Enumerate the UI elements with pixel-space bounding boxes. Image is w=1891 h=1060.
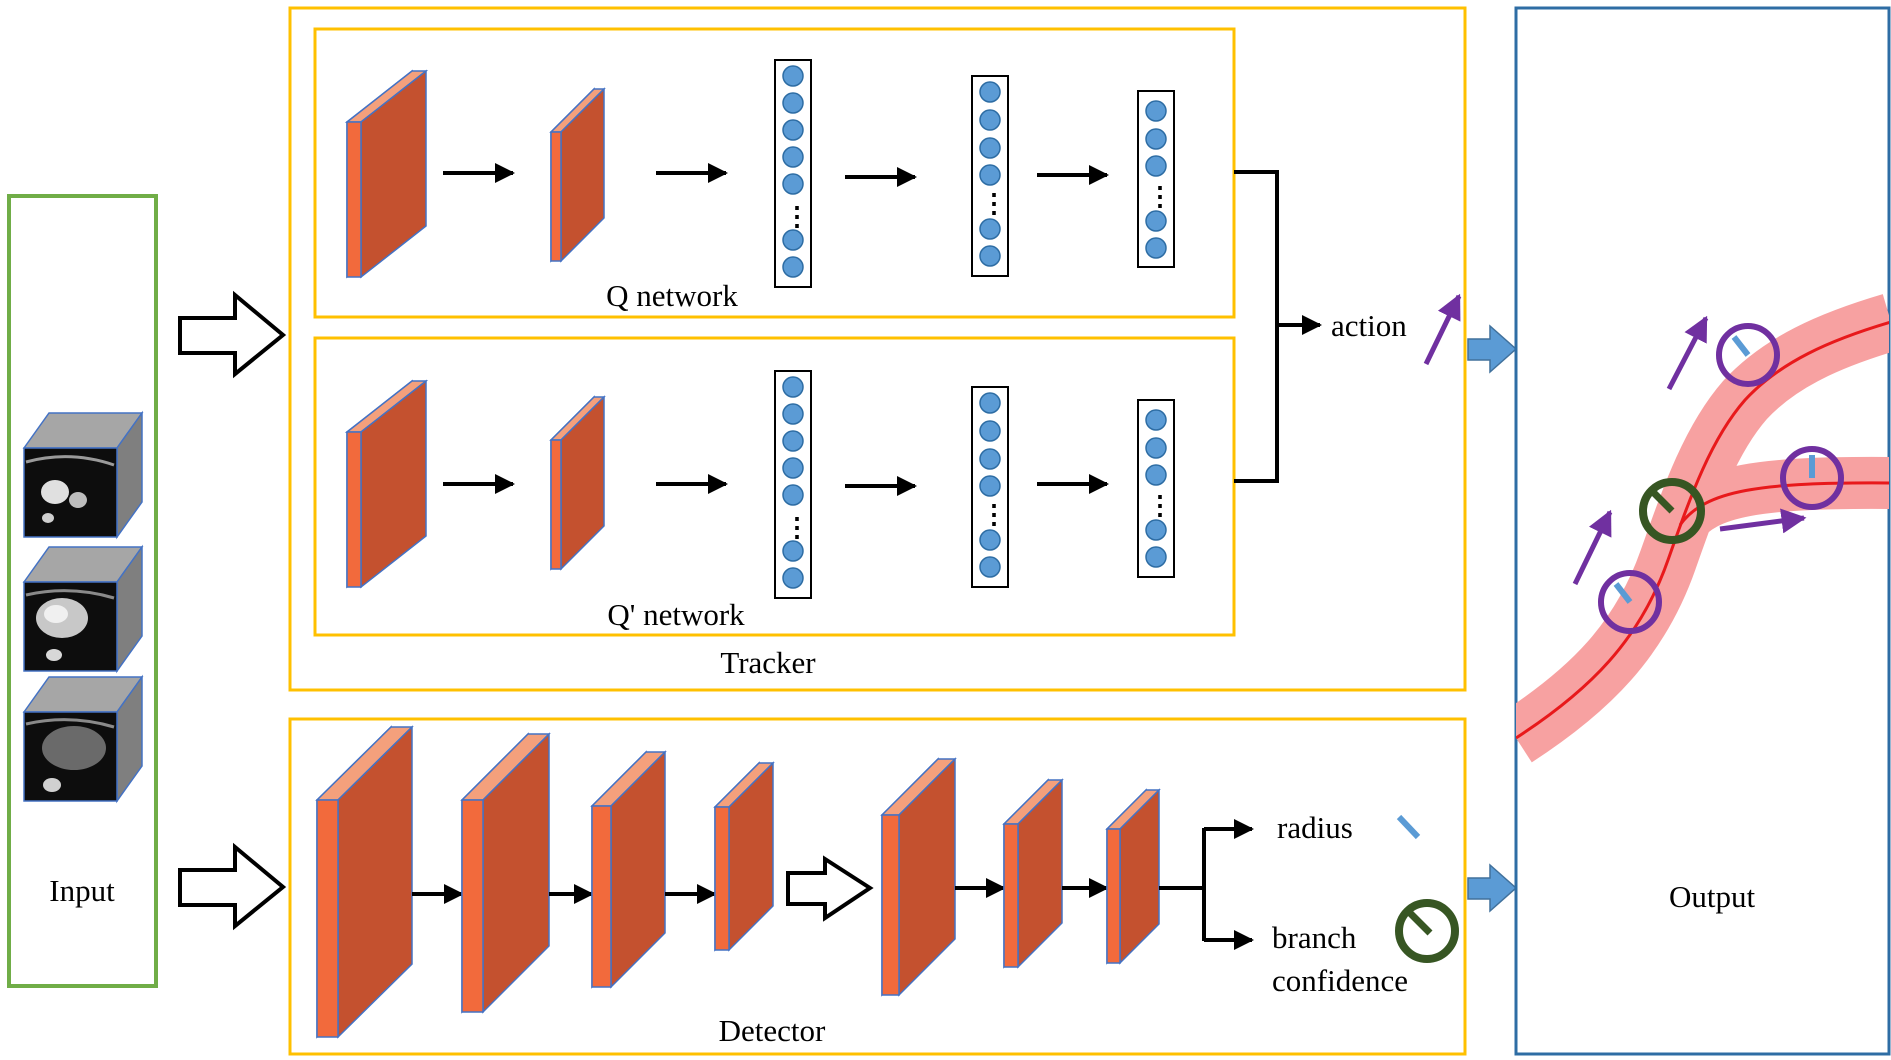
branch-label-line1: branch: [1272, 920, 1357, 955]
q-prime-network-box: [313, 336, 1236, 637]
tracker-marker-icon: [1598, 570, 1662, 634]
q-network-fc-layer: ⋮: [971, 75, 1009, 277]
detector-label: Detector: [719, 1013, 826, 1048]
hollow-right-arrow-icon: [786, 855, 874, 922]
ct-volume-cube-icon: [22, 674, 144, 804]
tracker-step-arrow-icon: [1719, 508, 1807, 534]
radius-label: radius: [1277, 810, 1353, 845]
branch-label: branch confidence: [1272, 920, 1408, 998]
detector-output-fork: [1159, 819, 1254, 950]
svg-text:⋮: ⋮: [784, 512, 810, 542]
branch-circle-icon: [1639, 478, 1705, 544]
detector-conv-layer: [1105, 788, 1161, 965]
detector-conv-layer: [1002, 778, 1064, 969]
q-prime-network-conv-layer: [344, 379, 429, 589]
svg-text:⋮: ⋮: [1147, 181, 1173, 211]
detector-conv-layer: [880, 757, 957, 997]
tracker-marker-icon: [1716, 323, 1780, 387]
action-label: action: [1331, 308, 1407, 343]
hollow-right-arrow-icon: [178, 842, 287, 931]
input-panel: [7, 194, 158, 988]
tracker-box: [288, 6, 1467, 692]
detector-conv-layer: [713, 761, 775, 952]
q-network-fc-layer: ⋮: [774, 59, 812, 288]
detector-conv-layer: [590, 750, 667, 989]
q-prime-network-fc-layer: ⋮: [774, 370, 812, 599]
output-label: Output: [1669, 879, 1756, 914]
svg-text:⋮: ⋮: [784, 201, 810, 231]
detector-box: [288, 717, 1467, 1056]
output-panel: [1514, 6, 1891, 1056]
svg-text:⋮: ⋮: [981, 188, 1007, 218]
tracker-step-arrow-icon: [1666, 315, 1709, 391]
blue-right-arrow-icon: [1467, 863, 1518, 913]
svg-text:⋮: ⋮: [981, 499, 1007, 529]
q-network-conv-layer: [344, 69, 429, 279]
tracker-step-arrow-icon: [1572, 509, 1613, 586]
branch-label-line2: confidence: [1272, 963, 1408, 998]
ct-volume-cube-icon: [22, 410, 144, 540]
input-label: Input: [49, 873, 115, 908]
merge-connector: [1234, 170, 1322, 483]
q-network-conv-layer: [549, 87, 606, 263]
q-prime-network-label: Q' network: [607, 597, 745, 632]
q-prime-network-fc-layer: ⋮: [971, 386, 1009, 588]
tracker-label: Tracker: [720, 645, 816, 680]
hollow-right-arrow-icon: [178, 290, 287, 379]
svg-text:⋮: ⋮: [1147, 490, 1173, 520]
q-prime-network-conv-layer: [549, 395, 606, 571]
detector-conv-layer: [315, 725, 414, 1039]
branch-circle-icon: [1395, 899, 1459, 963]
q-network-fc-layer: ⋮: [1137, 90, 1175, 268]
tracker-marker-icon: [1780, 446, 1844, 510]
q-network-label: Q network: [606, 278, 738, 313]
ct-volume-cube-icon: [22, 544, 144, 674]
radius-dash-icon: [1396, 814, 1421, 840]
vessel-tree: [1516, 294, 1889, 763]
q-prime-network-fc-layer: ⋮: [1137, 399, 1175, 578]
detector-conv-layer: [460, 732, 551, 1014]
action-arrow-icon: [1423, 293, 1462, 366]
blue-right-arrow-icon: [1467, 324, 1518, 374]
